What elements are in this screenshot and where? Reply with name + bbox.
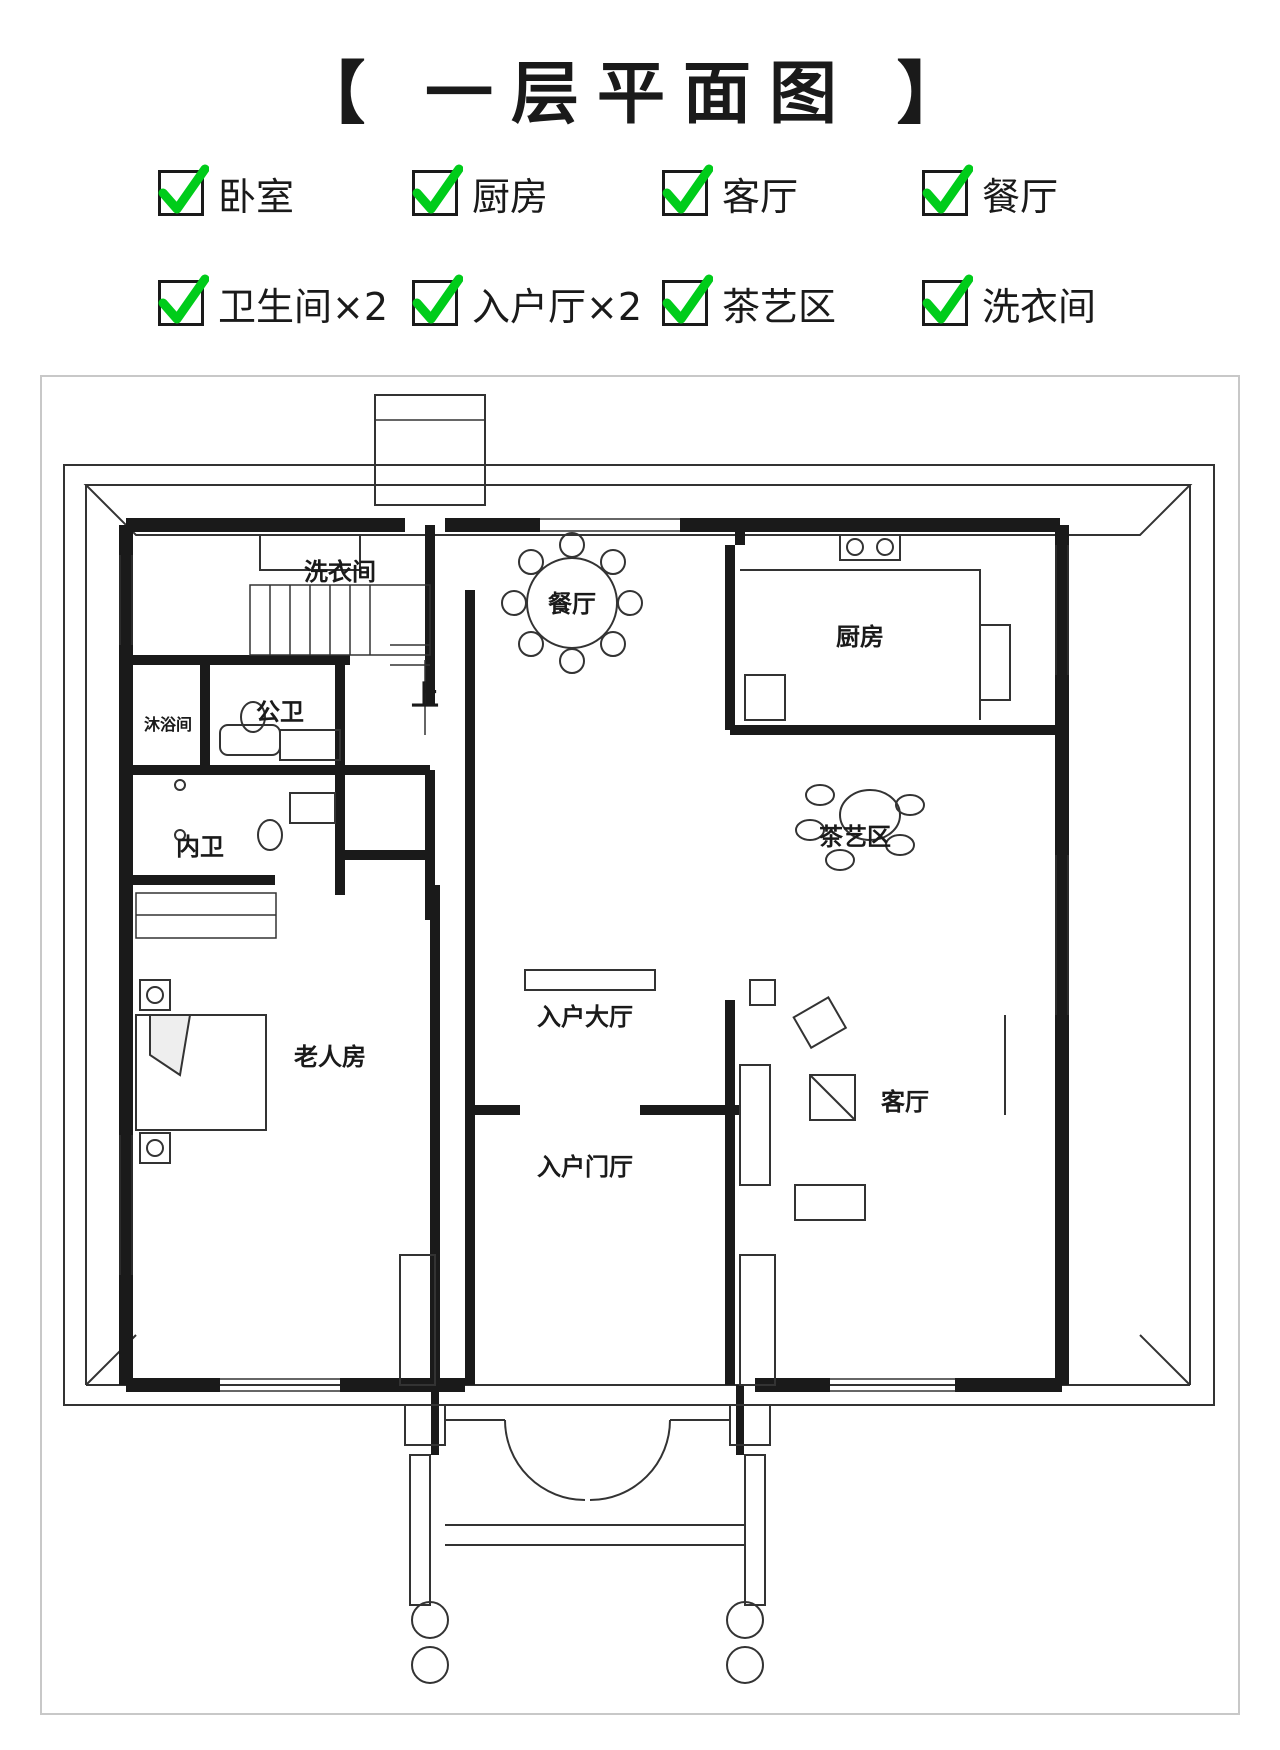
feature-label: 卧室 xyxy=(218,174,295,219)
room-label-elder-bedroom: 老人房 xyxy=(294,1043,366,1071)
room-label-tea: 茶艺区 xyxy=(819,823,891,851)
floor-plan: 洗衣间 餐厅 厨房 公卫 沐浴间 上 茶艺区 内卫 老人房 入户大厅 客厅 入户… xyxy=(40,375,1240,1715)
room-label-laundry: 洗衣间 xyxy=(304,558,376,586)
feature-label: 厨房 xyxy=(472,174,549,219)
plan-frame xyxy=(40,375,1240,1715)
checkbox-icon xyxy=(412,274,463,326)
feature-item: 卫生间×2 xyxy=(158,274,389,331)
living-furniture xyxy=(739,979,1006,1221)
room-label-living: 客厅 xyxy=(881,1088,929,1116)
interior-walls xyxy=(126,525,1062,1385)
room-label-shower: 沐浴间 xyxy=(144,715,192,734)
feature-label: 茶艺区 xyxy=(722,284,837,329)
room-label-dining: 餐厅 xyxy=(548,590,596,618)
kitchen-fixtures xyxy=(740,534,1011,721)
exterior-walls xyxy=(119,518,1069,1392)
porch xyxy=(399,1254,776,1684)
room-label-kitchen: 厨房 xyxy=(836,623,884,651)
feature-label: 客厅 xyxy=(722,174,799,219)
feature-item: 洗衣间 xyxy=(922,274,1097,331)
dining-table xyxy=(501,532,643,674)
feature-label: 卫生间×2 xyxy=(218,284,389,329)
roof-outline xyxy=(63,464,1215,1406)
checkbox-icon xyxy=(922,164,973,216)
checkbox-icon xyxy=(662,164,713,216)
feature-label: 洗衣间 xyxy=(982,284,1097,329)
feature-item: 入户厅×2 xyxy=(412,274,643,331)
checkbox-icon xyxy=(158,164,209,216)
wardrobe xyxy=(135,892,277,939)
feature-item: 茶艺区 xyxy=(662,274,837,331)
bath-fixtures xyxy=(174,534,361,851)
staircase xyxy=(249,584,431,735)
checkbox-icon xyxy=(412,164,463,216)
room-label-hall: 入户大厅 xyxy=(537,1003,633,1031)
room-label-stairs-up: 上 xyxy=(411,679,439,712)
room-label-public-bath: 公卫 xyxy=(256,698,304,726)
room-label-foyer: 入户门厅 xyxy=(537,1153,633,1181)
feature-label: 餐厅 xyxy=(982,174,1059,219)
feature-item: 厨房 xyxy=(412,164,549,221)
checkbox-icon xyxy=(158,274,209,326)
page-title: 【 一层平面图 】 xyxy=(297,55,983,134)
feature-label: 入户厅×2 xyxy=(472,284,643,329)
foyer-walls xyxy=(431,1385,744,1455)
windows xyxy=(119,518,1069,1392)
bed xyxy=(135,979,267,1164)
room-label-ensuite: 内卫 xyxy=(176,833,224,861)
checkbox-icon xyxy=(922,274,973,326)
feature-item: 客厅 xyxy=(662,164,799,221)
roof-edge xyxy=(83,484,1193,536)
feature-item: 卧室 xyxy=(158,164,295,221)
checkbox-icon xyxy=(662,274,713,326)
chimney xyxy=(374,394,486,506)
feature-item: 餐厅 xyxy=(922,164,1059,221)
hall-console xyxy=(524,969,656,991)
tea-table xyxy=(795,784,925,871)
